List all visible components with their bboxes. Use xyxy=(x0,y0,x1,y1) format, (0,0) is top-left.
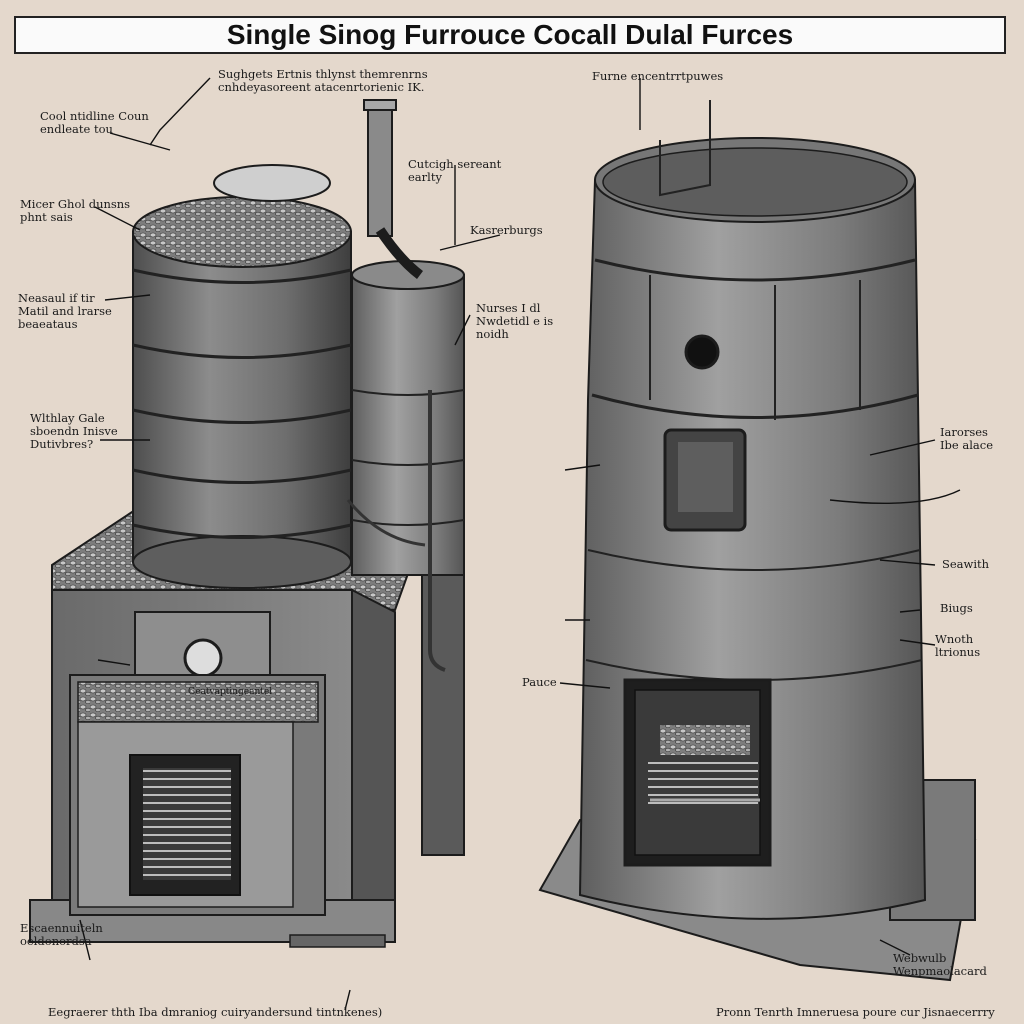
right-vent-hole xyxy=(684,334,720,370)
left-gauge xyxy=(183,638,223,678)
left-hopper-cylinder xyxy=(132,231,352,563)
label-right-top: Furne encentrrtpuwes xyxy=(592,69,724,83)
label-bottom-right: Pronn Tenrth Imneruesa poure cur Jisnaec… xyxy=(716,1005,995,1019)
left-fire-grate xyxy=(143,768,231,880)
label-right-seal: Seawith xyxy=(942,557,990,571)
left-cabinet-side xyxy=(351,588,396,922)
label-chimney: Cutcigh sereant earlty xyxy=(408,157,502,184)
label-right-pane: Pauce xyxy=(522,675,557,689)
label-window: Wlthlay Gale sboendn Inisve Dutivbres? xyxy=(30,411,118,451)
label-right-vent3: Wnoth ltrionus xyxy=(935,632,981,659)
label-flue: Nurses I dl Nwdetidl e is noidh xyxy=(476,301,554,341)
diagram-title: Single Sinog Furrouce Cocall Dulal Furce… xyxy=(14,16,1006,54)
label-right-bottom2: Webwulb Wenpmaolacard xyxy=(893,951,987,978)
label-hopper: Micer Ghol dunsns phnt sais xyxy=(20,197,131,224)
label-pipe: Kasrerburgs xyxy=(470,223,543,237)
left-leader-lines xyxy=(79,77,501,1011)
right-leader-lines xyxy=(559,78,961,956)
left-chimney-pipe xyxy=(367,105,393,237)
label-right-bugs: Biugs xyxy=(940,601,973,615)
left-flue-column xyxy=(351,274,465,576)
label-base: Escaennuiteln oeldonordsa xyxy=(20,921,103,948)
label-hopper-top: Sughgets Ertnis thlynst themrenrns cnhde… xyxy=(218,67,428,94)
label-gauge: Geatvaptingeantel xyxy=(188,687,273,697)
right-furnace xyxy=(538,100,977,982)
label-right-vent: Iarorses Ibe alace xyxy=(940,425,994,452)
left-hopper-lid xyxy=(213,164,331,202)
label-coal-inlet: Cool ntidline Coun endleate tou xyxy=(40,109,149,136)
left-furnace xyxy=(29,99,465,948)
label-bottom-left: Eegraerer thth Iba dmraniog cuiryandersu… xyxy=(48,1005,383,1019)
label-vent: Neasaul if tir Matil and lrarse beaeatau… xyxy=(18,291,112,331)
